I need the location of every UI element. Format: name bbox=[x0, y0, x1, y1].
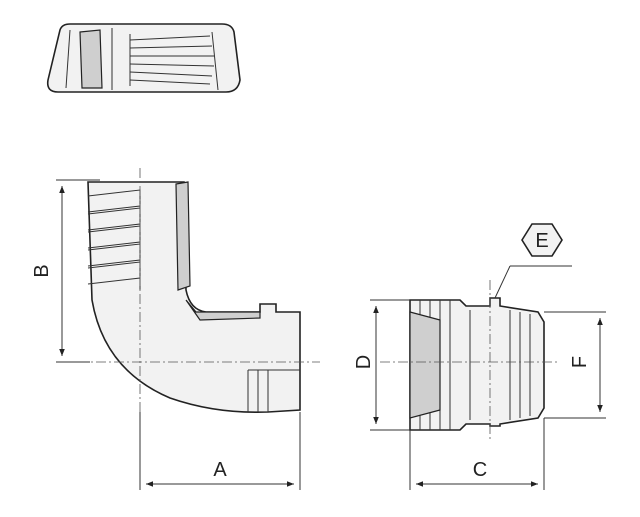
hexagon-symbol bbox=[521, 223, 563, 257]
label-D: D bbox=[353, 355, 375, 369]
label-F: F bbox=[569, 356, 591, 368]
elbow-fitting bbox=[60, 168, 320, 480]
cap-top-view bbox=[46, 23, 241, 93]
label-E: E bbox=[535, 230, 548, 252]
label-A: A bbox=[213, 459, 227, 481]
label-C: C bbox=[473, 459, 487, 481]
threaded-adapter bbox=[380, 280, 560, 440]
dimensions bbox=[56, 179, 606, 490]
label-B: B bbox=[31, 264, 53, 277]
